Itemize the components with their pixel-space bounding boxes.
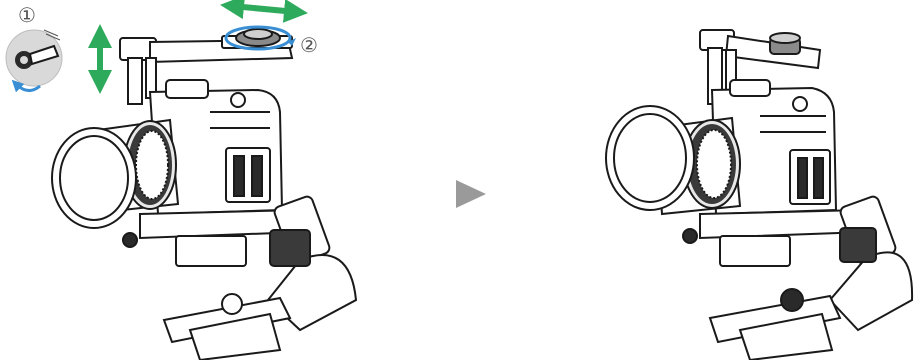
play-triangle-icon: [456, 180, 486, 208]
step-1-label: ①: [18, 3, 36, 27]
step-1-badge: ①: [18, 3, 36, 27]
gimbal-handle: [164, 294, 290, 360]
double-arrow-horizontal-icon: [232, 6, 296, 12]
camera-lens-right: [606, 106, 740, 214]
gimbal-handle-right: [710, 289, 840, 360]
step-2-badge: ②: [300, 33, 318, 57]
gimbal-motor-right: [830, 195, 912, 330]
gimbal-right-illustration: [606, 30, 912, 360]
lock-knob-inset: [6, 30, 62, 86]
arm-knob-right: [770, 33, 800, 54]
mounting-plate-right: [683, 210, 866, 266]
step-2-label: ②: [300, 33, 318, 57]
arm-knob: [236, 29, 280, 46]
